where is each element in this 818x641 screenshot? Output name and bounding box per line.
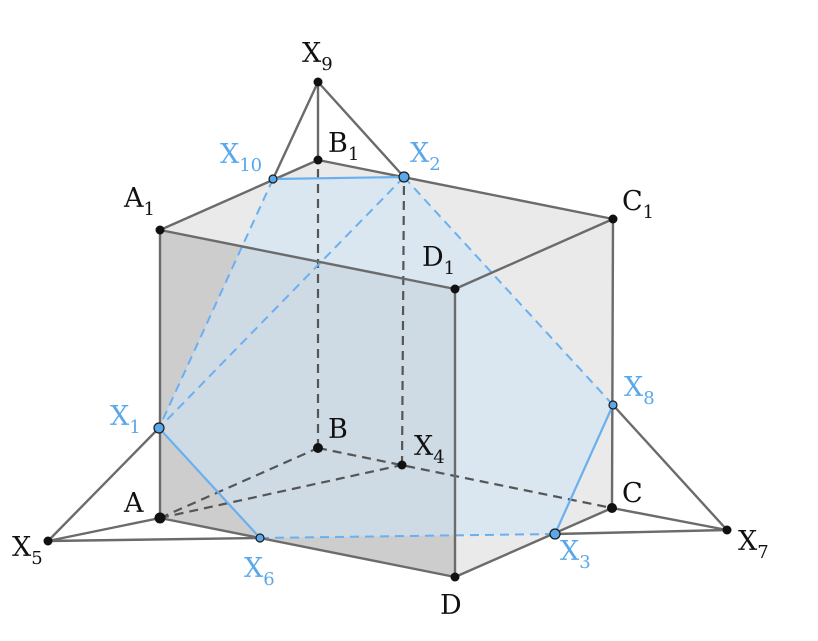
line-A-X4 [159, 463, 403, 520]
point-D [450, 572, 460, 582]
label-X7: X7 [738, 526, 769, 563]
label-B1: B1 [328, 128, 359, 165]
point-X6 [255, 533, 265, 543]
point-X1 [153, 422, 165, 434]
line-C-X7 [611, 506, 728, 532]
label-X2: X2 [410, 138, 441, 175]
label-C: C [622, 478, 643, 509]
edge-C1-D1 [454, 217, 614, 291]
point-X5 [43, 536, 53, 546]
point-A [154, 512, 166, 524]
edge-B1-C1 [317, 158, 614, 221]
edge-A1-B1 [159, 158, 319, 232]
point-X8 [608, 400, 618, 410]
label-C1: C1 [622, 186, 654, 223]
vertex-labels: X9 B1 A1 C1 D1 B X4 A C D X5 X7 [12, 38, 769, 621]
section-X2-X8 [403, 176, 614, 406]
line-X9-X2 [317, 81, 405, 178]
edge-A-D [159, 516, 456, 579]
edge-C-C1 [610, 218, 615, 509]
point-A1 [155, 225, 165, 235]
label-X3: X3 [560, 536, 591, 573]
point-B [313, 443, 323, 453]
label-D1: D1 [422, 242, 455, 279]
hidden-section-lines [158, 176, 614, 539]
point-C [607, 503, 617, 513]
label-D: D [440, 590, 462, 621]
label-X1: X1 [110, 401, 141, 438]
line-X3-X7 [554, 528, 728, 536]
section-X1-X6 [158, 427, 261, 539]
point-D1 [450, 284, 460, 294]
edge-D-C [454, 506, 613, 579]
label-X8: X8 [624, 372, 655, 409]
edge-B-C [317, 446, 613, 510]
line-X5-X6 [47, 536, 261, 543]
point-X7 [722, 525, 732, 535]
line-X1-X5 [47, 427, 160, 542]
point-X2 [398, 171, 410, 183]
hidden-edges [159, 160, 613, 520]
point-X10 [268, 174, 278, 184]
point-X9 [313, 77, 323, 87]
label-X9: X9 [302, 38, 333, 75]
edge-A1-D1 [159, 228, 456, 291]
visible-section-lines [158, 175, 615, 539]
label-A1: A1 [123, 183, 155, 220]
label-X6: X6 [244, 553, 275, 590]
line-X9-X10 [271, 81, 320, 180]
visible-edges [47, 81, 728, 579]
section-X10-X2 [272, 175, 405, 181]
label-X5: X5 [12, 532, 43, 569]
label-X10: X10 [220, 139, 262, 176]
line-X4-X2 [400, 176, 406, 466]
section-X2-X1 [158, 176, 405, 429]
section-X10-X1 [158, 178, 274, 429]
point-B1 [313, 155, 323, 165]
section-X6-X3 [259, 533, 556, 539]
section-X3-X8 [553, 404, 615, 535]
line-X5-A [47, 516, 161, 543]
section-polygon [159, 177, 613, 538]
label-B: B [328, 414, 348, 445]
section-labels: X10 X2 X1 X6 X3 X8 [110, 138, 655, 590]
point-C1 [608, 214, 618, 224]
point-X4 [397, 460, 407, 470]
section-points [153, 171, 618, 543]
line-X8-X7 [612, 404, 728, 531]
point-X3 [549, 528, 561, 540]
label-A: A [123, 488, 144, 519]
label-X4: X4 [414, 431, 445, 468]
vertex-points [43, 77, 732, 582]
